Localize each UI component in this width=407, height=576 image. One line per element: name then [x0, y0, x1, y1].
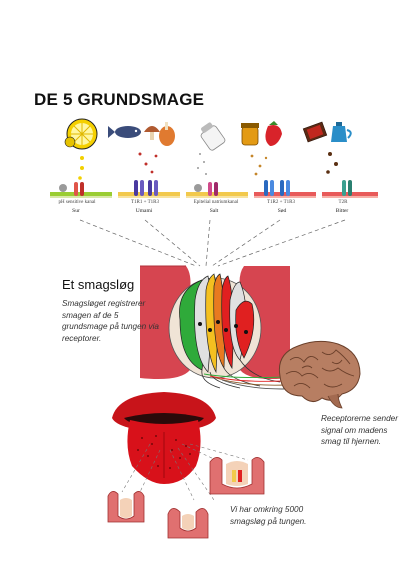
taste-bud-count-note: Vi har omkring 5000 smagsløg på tungen. — [230, 505, 307, 526]
chocolate-icon — [302, 121, 328, 143]
receptor-label-bitter: T2R — [338, 200, 348, 205]
strawberry-icon — [265, 121, 282, 146]
papilla-left-illustration — [107, 491, 145, 523]
converging-dashed-lines — [79, 219, 346, 267]
brain-note: Receptorerne sender signal om madens sma… — [321, 414, 398, 446]
zoom-dashed-lines — [121, 443, 249, 501]
fish-icon — [108, 126, 141, 138]
taste-name-sod: Sød — [277, 208, 287, 214]
taste-name-bitter: Bitter — [335, 208, 349, 214]
coffee-pot-icon — [331, 122, 352, 142]
membrane-sod — [254, 180, 316, 198]
membrane-umami — [118, 180, 180, 198]
lemon-icon — [64, 118, 98, 150]
brain-icon — [278, 340, 361, 409]
receptor-label-umami: T1R1 + T1R3 — [130, 200, 159, 205]
meat-icon — [159, 122, 175, 146]
taste-name-salt: Salt — [209, 208, 219, 214]
taste-bud-description: Smagsløget registrerer smagen af de 5 gr… — [62, 299, 159, 343]
receptor-label-sur: pH sensitive kanal — [58, 200, 96, 205]
salt-shaker-icon — [200, 122, 226, 151]
mouth-tongue-illustration — [112, 392, 216, 484]
receptor-label-sod: T1R2 + T1R3 — [266, 200, 295, 205]
papilla-right-illustration — [209, 457, 265, 495]
taste-receptor-strip — [50, 118, 378, 198]
taste-bud-illustration — [140, 265, 290, 389]
membrane-salt — [186, 182, 248, 198]
taste-name-umami: Umami — [135, 208, 153, 214]
taste-bud-heading: Et smagsløg — [62, 277, 135, 292]
honey-jar-icon — [241, 123, 259, 146]
receptor-label-salt: Epitelial natriumkanal — [193, 200, 239, 205]
taste-name-sur: Sur — [72, 208, 80, 214]
papilla-middle-illustration — [167, 508, 209, 539]
mushroom-icon — [144, 126, 160, 140]
page-title: DE 5 GRUNDSMAGE — [34, 90, 205, 109]
membrane-sur — [50, 182, 112, 198]
membrane-bitter — [322, 180, 378, 198]
